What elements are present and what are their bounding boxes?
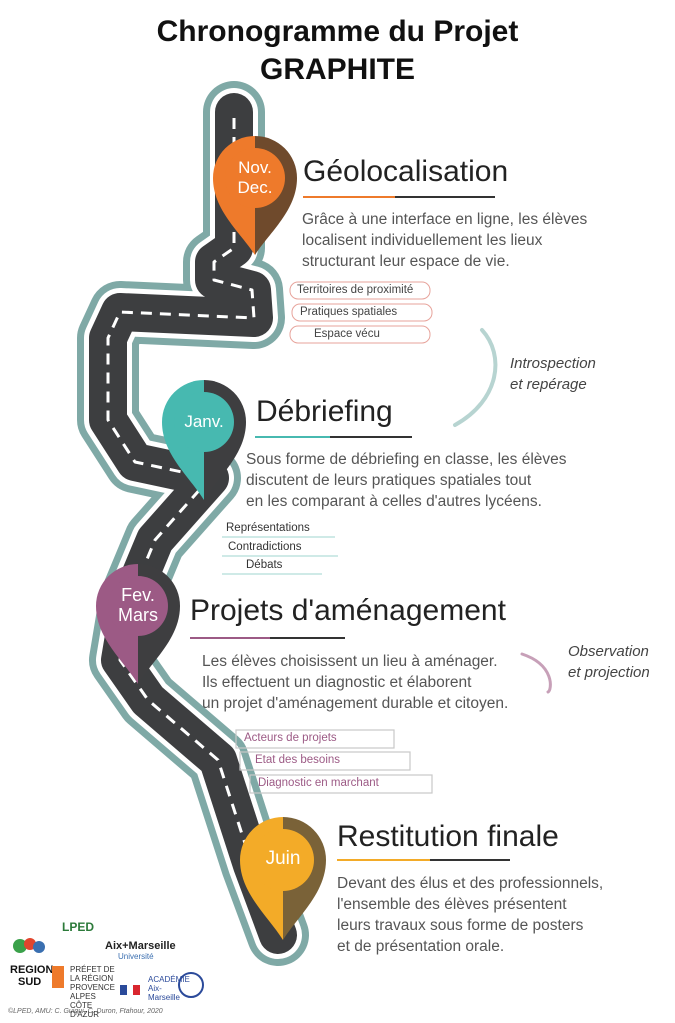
heading-geolocalisation: Géolocalisation — [303, 155, 509, 188]
pin-2-label: Janv. — [184, 412, 224, 431]
tag-pratiques: Pratiques spatiales — [300, 306, 398, 318]
pin-nov-dec — [213, 136, 297, 255]
logo-education-icon — [178, 972, 204, 998]
tag-territoires: Territoires de proximité — [297, 284, 414, 296]
tag-diagnostic: Diagnostic en marchant — [258, 777, 379, 789]
tag-representations: Représentations — [226, 522, 310, 534]
phase-arc-observation — [520, 652, 552, 694]
pin-4-label: Juin — [265, 848, 301, 869]
tag-frames-3 — [235, 729, 433, 794]
pin-juin — [240, 817, 326, 940]
tag-etat-besoins: Etat des besoins — [255, 754, 341, 766]
tag-frames-2 — [222, 536, 338, 575]
heading-projets: Projets d'aménagement — [190, 594, 506, 627]
logo-region-mark — [52, 966, 64, 988]
tag-contradictions: Contradictions — [228, 541, 302, 553]
desc-debriefing: Sous forme de débriefing en classe, les … — [246, 451, 567, 510]
logo-aix: Aix+Marseille — [105, 940, 176, 952]
tag-frames-1 — [289, 281, 433, 344]
desc-geolocalisation: Grâce à une interface en ligne, les élèv… — [302, 211, 588, 270]
desc-projets: Les élèves choisissent un lieu à aménage… — [202, 653, 509, 712]
pin-1-label: Nov.Dec. — [237, 158, 273, 197]
title-line-2: GRAPHITE — [259, 53, 415, 86]
tag-debats: Débats — [246, 559, 283, 571]
phase-arc-introspection — [453, 328, 498, 427]
tag-acteurs: Acteurs de projets — [244, 732, 337, 744]
logo-lped: LPED — [62, 920, 95, 934]
logo-partner-1 — [10, 928, 50, 956]
logo-flag — [120, 982, 140, 995]
pin-fev-mars — [96, 564, 180, 684]
tag-espace-vecu: Espace vécu — [314, 328, 380, 340]
pin-3-label: Fev.Mars — [118, 585, 158, 625]
heading-debriefing: Débriefing — [256, 395, 393, 428]
title-line-1: Chronogramme du Projet — [156, 15, 519, 48]
pin-janv — [162, 380, 246, 500]
logo-prefecture: PRÉFET DE LA RÉGION PROVENCE ALPES CÔTE … — [70, 965, 115, 1019]
logo-academie: ACADÉMIE Aix-Marseille — [148, 975, 190, 1002]
heading-restitution: Restitution finale — [337, 820, 559, 853]
credits: ©LPED, AMU: C. Guigui, C. Duron, Ftahour… — [8, 1008, 163, 1015]
road-center-line — [106, 118, 278, 929]
desc-restitution: Devant des élus et des professionnels,l'… — [337, 875, 604, 955]
logo-aix-sub: Université — [118, 952, 154, 961]
